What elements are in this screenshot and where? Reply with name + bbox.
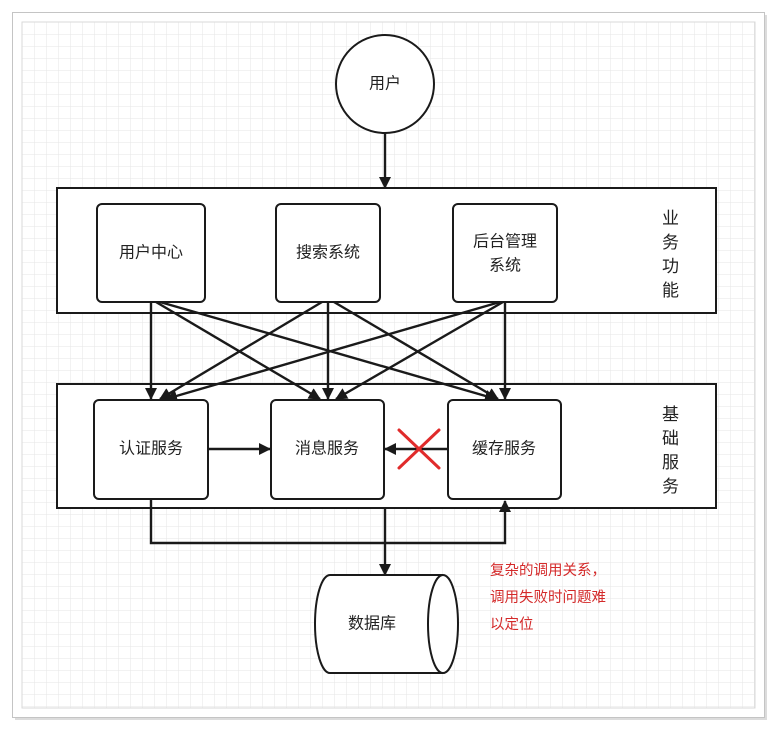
service-auth: 认证服务 <box>93 399 209 500</box>
service-search-system: 搜索系统 <box>275 203 381 303</box>
edge-auth-to-cache-loop <box>149 499 511 545</box>
service-admin-system: 后台管理 系统 <box>452 203 558 303</box>
service-box <box>270 399 385 500</box>
service-box <box>275 203 381 303</box>
service-label-line-1: 后台管理 <box>473 233 537 251</box>
base-layer-label: 基础服务 <box>659 405 678 501</box>
service-label: 消息服务 <box>295 440 359 458</box>
edge-search-to-auth <box>159 300 323 401</box>
service-user-center: 用户中心 <box>96 203 206 303</box>
edge-admin-to-auth <box>165 300 501 402</box>
service-label: 搜索系统 <box>296 244 360 262</box>
service-label-line-2: 系统 <box>489 257 521 275</box>
service-box <box>447 399 562 500</box>
service-label: 用户中心 <box>119 244 183 262</box>
problem-annotation: 复杂的调用关系， 调用失败时问题难 以定位 <box>490 558 606 639</box>
service-box <box>96 203 206 303</box>
cross-stroke-2 <box>397 428 441 470</box>
database-node: 数据库 <box>314 574 459 674</box>
database-cylinder-cap <box>427 574 444 674</box>
user-node: 用户 <box>335 34 435 134</box>
business-layer-label: 业务功能 <box>659 209 678 305</box>
user-label: 用户 <box>369 75 401 93</box>
service-message: 消息服务 <box>270 399 385 500</box>
call-edges <box>145 300 511 402</box>
annotation-line-1: 复杂的调用关系， <box>490 563 606 579</box>
service-box <box>452 203 558 303</box>
edge-search-to-cache <box>333 300 499 401</box>
edge-admin-to-message <box>335 300 504 401</box>
failure-cross-mark <box>397 428 441 470</box>
annotation-line-3: 以定位 <box>490 617 534 633</box>
edge-user-center-to-message <box>155 300 321 401</box>
service-label: 认证服务 <box>119 440 183 458</box>
service-cache: 缓存服务 <box>447 399 562 500</box>
annotation-line-2: 调用失败时问题难 <box>490 590 606 606</box>
database-label: 数据库 <box>348 615 396 633</box>
service-label: 缓存服务 <box>472 440 536 458</box>
